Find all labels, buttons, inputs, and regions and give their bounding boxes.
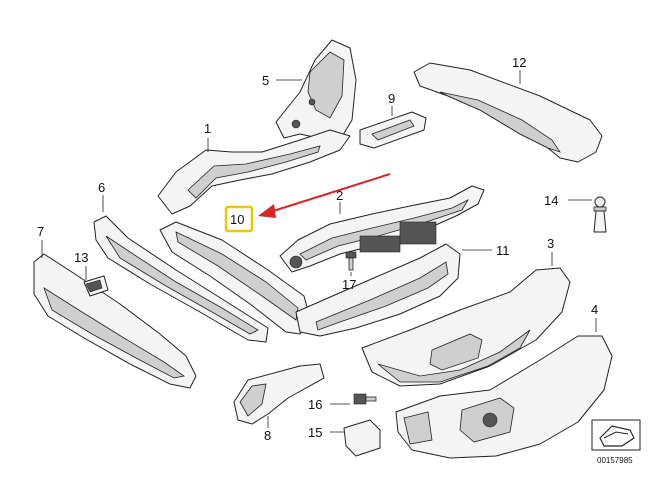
callout-3: 3 xyxy=(547,236,554,251)
part-1-frame-trim xyxy=(157,129,351,215)
callout-5: 5 xyxy=(262,73,269,88)
part-2-seat-rail xyxy=(279,185,485,273)
callout-14: 14 xyxy=(544,193,558,208)
part-4-side-cover-lower xyxy=(395,318,613,459)
callout-12: 12 xyxy=(512,55,526,70)
part-16-screw xyxy=(330,393,377,405)
callout-16: 16 xyxy=(308,397,322,412)
part-12-rail-cover xyxy=(413,62,603,163)
callout-2: 2 xyxy=(336,188,343,203)
callout-7: 7 xyxy=(37,224,44,239)
callout-13: 13 xyxy=(74,250,88,265)
part-11-base-frame xyxy=(295,243,492,337)
callout-10: 10 xyxy=(230,212,244,227)
part-6-side-strip xyxy=(93,195,269,343)
part-9-clip xyxy=(359,106,427,149)
part-7-side-panel xyxy=(33,240,197,389)
callout-9: 9 xyxy=(388,91,395,106)
callout-17: 17 xyxy=(342,277,356,292)
part-3-side-cover xyxy=(361,252,571,387)
part-14-rivet xyxy=(568,196,607,233)
part-8-hinge-cover xyxy=(233,363,325,428)
part-13-block xyxy=(83,266,109,297)
part-15-cap xyxy=(330,419,381,457)
part-17-bolt xyxy=(345,251,357,276)
document-number: 00157985 xyxy=(597,456,633,465)
highlight-box xyxy=(224,205,254,233)
callout-11: 11 xyxy=(496,243,510,258)
seat-outline-icon xyxy=(591,419,641,451)
callout-6: 6 xyxy=(98,180,105,195)
callout-8: 8 xyxy=(264,428,271,443)
part-10-front-trim xyxy=(159,221,311,335)
callout-4: 4 xyxy=(591,302,598,317)
callout-15: 15 xyxy=(308,425,322,440)
part-5-bracket xyxy=(275,39,357,141)
callout-1: 1 xyxy=(204,121,211,136)
highlight-arrow xyxy=(258,173,391,218)
